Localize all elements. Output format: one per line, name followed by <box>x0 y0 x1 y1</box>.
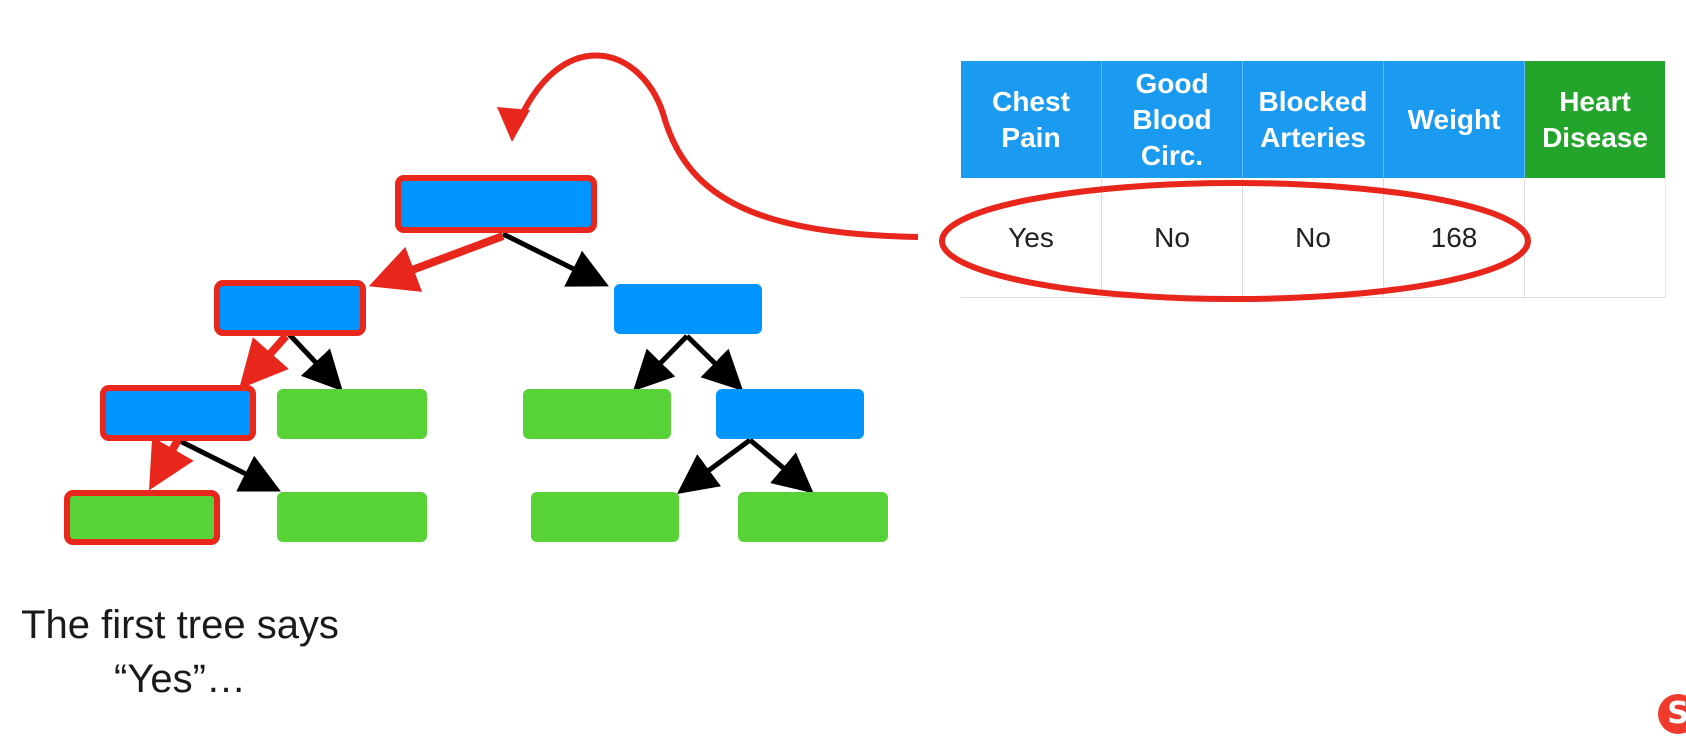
patient-data-table: Chest Pain Good Blood Circ. Blocked Arte… <box>961 61 1666 298</box>
caption: The first tree says “Yes”… <box>0 598 360 706</box>
table-cell: Yes <box>961 178 1102 298</box>
caption-line-1: The first tree says <box>21 603 339 647</box>
table-cell <box>1524 178 1666 298</box>
table-cell: 168 <box>1383 178 1525 298</box>
table-header-row: Chest Pain Good Blood Circ. Blocked Arte… <box>961 61 1665 178</box>
path-edge-l2-leaf <box>149 436 194 491</box>
edge-r1-right <box>685 334 744 391</box>
curve-arrowhead <box>497 107 530 142</box>
edge-r2-left <box>676 437 752 494</box>
edge-root-right <box>501 231 609 287</box>
leaf-node <box>523 389 671 439</box>
edge-l2-right <box>176 437 281 492</box>
highlight-curve <box>512 52 919 240</box>
channel-logo-icon: S <box>1658 694 1686 734</box>
path-edge-l1-l2 <box>239 333 289 389</box>
table-cell: No <box>1101 178 1243 298</box>
leaf-node <box>531 492 679 542</box>
right-node-level2 <box>716 389 864 439</box>
edge-l1-right <box>286 331 343 392</box>
column-header: Blocked Arteries <box>1242 61 1384 178</box>
left-node-level1 <box>214 280 366 336</box>
leaf-node <box>277 492 427 542</box>
leaf-node <box>738 492 888 542</box>
left-node-level2 <box>100 385 256 441</box>
column-header: Chest Pain <box>961 61 1102 178</box>
column-header: Good Blood Circ. <box>1101 61 1243 178</box>
target-column-header: Heart Disease <box>1524 61 1665 178</box>
path-edge-root-l1 <box>368 232 505 292</box>
right-node-level1 <box>614 284 762 334</box>
caption-line-2: “Yes”… <box>114 657 246 701</box>
column-header: Weight <box>1383 61 1525 178</box>
edge-r2-right <box>748 438 814 494</box>
table-cell: No <box>1242 178 1384 298</box>
root-node <box>395 175 597 233</box>
leaf-node <box>277 389 427 439</box>
table-row: Yes No No 168 <box>961 178 1666 298</box>
leaf-node-selected <box>64 490 220 545</box>
edge-r1-left <box>633 334 689 392</box>
